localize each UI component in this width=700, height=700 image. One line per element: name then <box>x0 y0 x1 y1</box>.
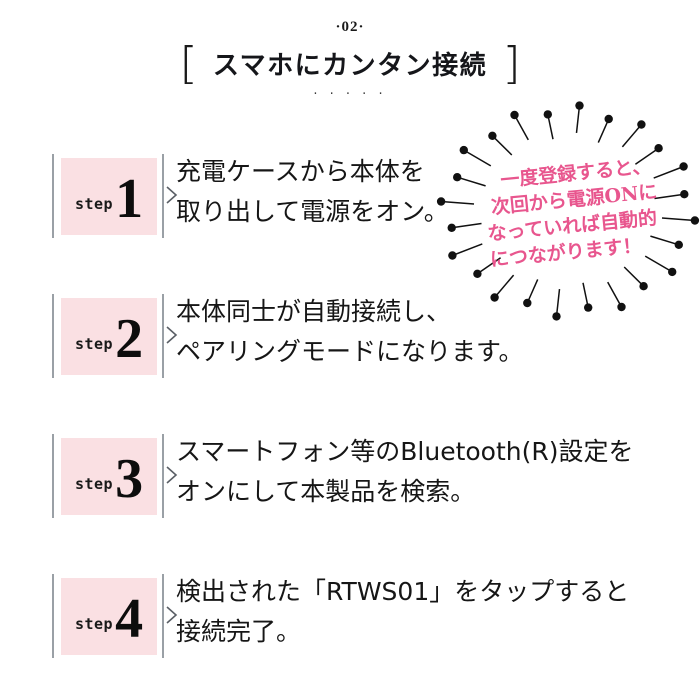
step-description-line: オンにして本製品を検索。 <box>176 477 476 506</box>
badge-step-label: step <box>74 614 114 633</box>
badge-fill: step 4 <box>61 578 157 655</box>
step-row: step 4 検出された「RTWS01」をタップすると 接続完了。 <box>0 560 700 700</box>
chevron-right-icon <box>166 326 178 344</box>
step-description-line: 接続完了。 <box>176 617 302 646</box>
badge-fill: step 3 <box>61 438 157 515</box>
step-badge: step 3 <box>52 434 164 518</box>
chevron-right-icon <box>166 186 178 204</box>
step-description-line: 検出された「RTWS01」をタップすると <box>176 577 630 606</box>
badge-rule-left <box>52 434 54 518</box>
step-description-line: 充電ケースから本体を <box>176 157 425 186</box>
badge-rule-right <box>162 434 164 518</box>
steps-list: step 1 充電ケースから本体を 取り出して電源をオン。 step 2 本体同… <box>0 140 700 700</box>
title-dots-decoration: · · · · · <box>313 87 387 102</box>
badge-fill: step 2 <box>61 298 157 375</box>
step-description: スマートフォン等のBluetooth(R)設定を オンにして本製品を検索。 <box>176 432 634 512</box>
badge-rule-right <box>162 154 164 238</box>
step-row: step 1 充電ケースから本体を 取り出して電源をオン。 <box>0 140 700 280</box>
badge-fill: step 1 <box>61 158 157 235</box>
badge-step-number: 3 <box>115 447 144 510</box>
step-description: 充電ケースから本体を 取り出して電源をオン。 <box>176 152 449 232</box>
step-badge: step 4 <box>52 574 164 658</box>
badge-rule-left <box>52 154 54 238</box>
step-description-line: スマートフォン等のBluetooth(R)設定を <box>176 437 634 466</box>
badge-step-number: 2 <box>115 307 144 370</box>
step-badge: step 2 <box>52 294 164 378</box>
auto-connect-callout: 一度登録すると、 次回から電源ONに なっていれば自動的 につながります！ <box>432 96 700 326</box>
badge-step-label: step <box>74 474 114 493</box>
badge-step-label: step <box>74 334 114 353</box>
chevron-right-icon <box>166 466 178 484</box>
bracket-left-icon: [ <box>178 37 198 89</box>
badge-rule-left <box>52 574 54 658</box>
bracket-right-icon: ] <box>502 37 522 89</box>
badge-step-number: 4 <box>115 587 144 650</box>
badge-step-number: 1 <box>115 167 144 230</box>
step-description-line: ペアリングモードになります。 <box>176 337 524 366</box>
badge-rule-right <box>162 294 164 378</box>
step-badge: step 1 <box>52 154 164 238</box>
badge-rule-left <box>52 294 54 378</box>
step-description: 本体同士が自動接続し、 ペアリングモードになります。 <box>176 292 524 372</box>
chevron-right-icon <box>166 606 178 624</box>
starburst-pins-icon <box>436 101 700 321</box>
step-description-line: 取り出して電源をオン。 <box>176 197 449 226</box>
section-number: ·02· <box>335 19 365 35</box>
step-row: step 2 本体同士が自動接続し、 ペアリングモードになります。 <box>0 280 700 420</box>
badge-rule-right <box>162 574 164 658</box>
page-title-text: スマホにカンタン接続 <box>212 51 488 81</box>
page-header: ·02· [ スマホにカンタン接続 ] · · · · · <box>0 0 700 102</box>
badge-step-label: step <box>74 194 114 213</box>
step-row: step 3 スマートフォン等のBluetooth(R)設定を オンにして本製品… <box>0 420 700 560</box>
step-description: 検出された「RTWS01」をタップすると 接続完了。 <box>176 572 629 652</box>
page-title: [ スマホにカンタン接続 ] <box>0 37 700 89</box>
step-description-line: 本体同士が自動接続し、 <box>176 297 452 326</box>
